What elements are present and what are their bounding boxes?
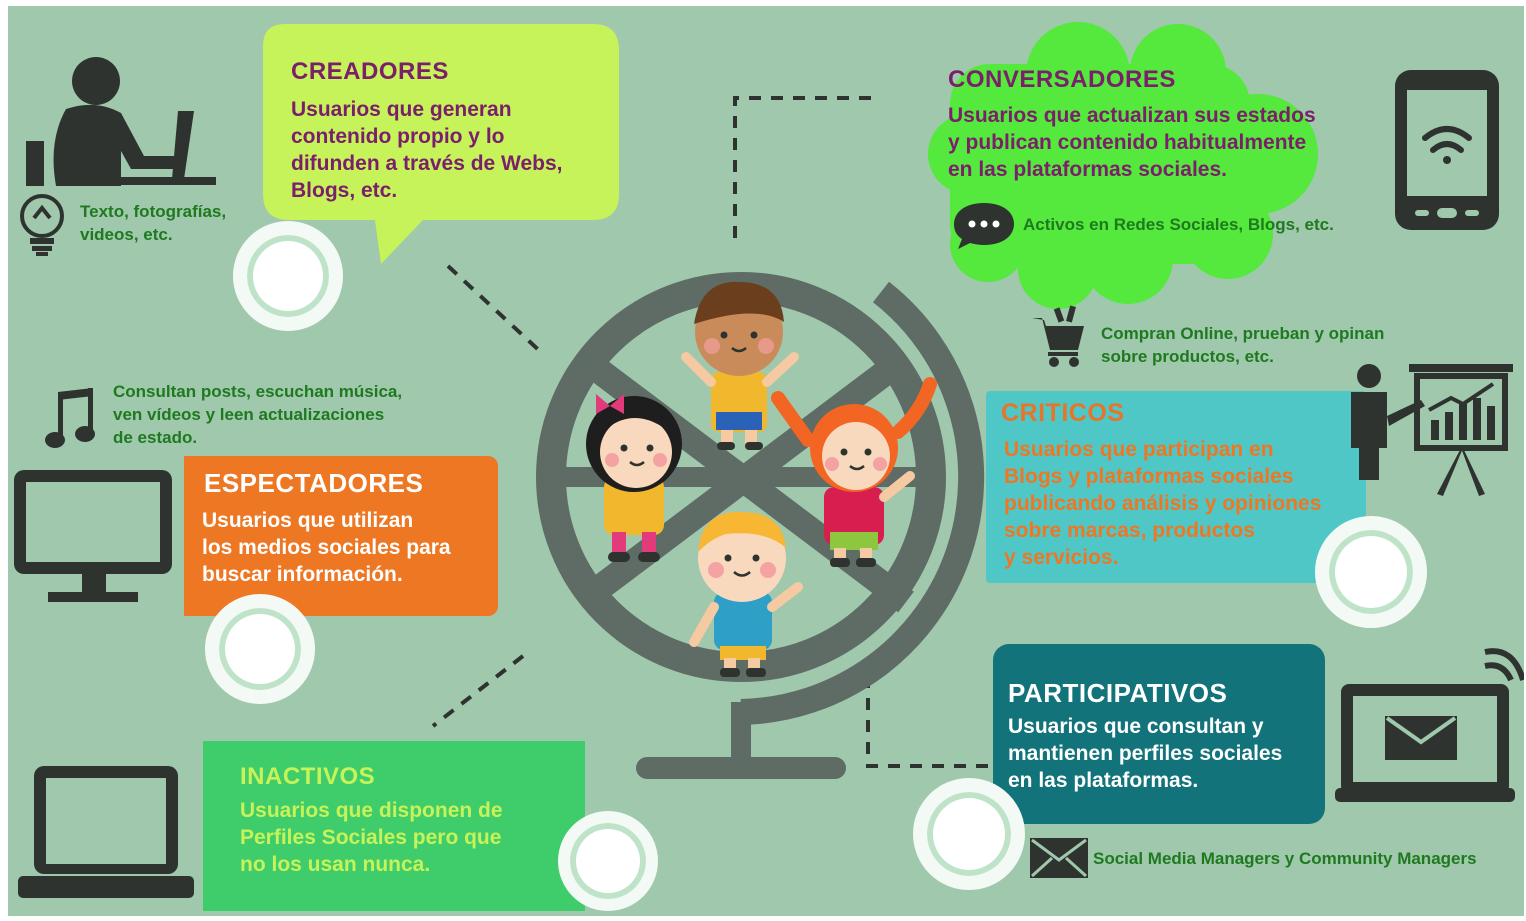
kid-right bbox=[771, 377, 937, 567]
globe-icon bbox=[536, 272, 985, 779]
creadores-ring bbox=[233, 221, 343, 331]
espectadores-ring bbox=[205, 594, 315, 704]
monitor-icon bbox=[14, 470, 172, 602]
kid-left bbox=[586, 394, 682, 562]
kid-bottom bbox=[689, 511, 803, 677]
conversadores-title: CONVERSADORES bbox=[948, 66, 1176, 93]
shopping-cart-icon bbox=[1032, 305, 1084, 367]
person-at-laptop-icon bbox=[26, 57, 216, 186]
conversadores-description: Usuarios que actualizan sus estados y pu… bbox=[948, 104, 1316, 181]
infographic: CREADORES Usuarios que generan contenido… bbox=[8, 6, 1524, 916]
espectadores-description: Usuarios que utilizan los medios sociale… bbox=[202, 509, 451, 586]
criticos-note: Compran Online, prueban y opinan sobre p… bbox=[1101, 324, 1385, 366]
criticos-ring bbox=[1315, 516, 1427, 628]
presenter-chart-icon bbox=[1351, 364, 1513, 496]
creadores-title: CREADORES bbox=[291, 58, 449, 85]
laptop-icon bbox=[18, 766, 194, 898]
dashed-connectors bbox=[431, 96, 998, 768]
criticos-description: Usuarios que participan en Blogs y plata… bbox=[1004, 438, 1322, 569]
creadores-description: Usuarios que generan contenido propio y … bbox=[291, 98, 563, 202]
envelope-icon bbox=[1030, 838, 1088, 878]
participativos-description: Usuarios que consultan y mantienen perfi… bbox=[1008, 715, 1283, 792]
conversadores-cloud bbox=[928, 22, 1318, 309]
laptop-mail-icon bbox=[1335, 648, 1524, 802]
music-note-icon bbox=[45, 388, 95, 448]
chat-bubble-icon bbox=[954, 203, 1014, 249]
inactivos-box bbox=[203, 741, 585, 911]
criticos-title: CRITICOS bbox=[1001, 399, 1125, 427]
participativos-box bbox=[993, 644, 1325, 824]
espectadores-note: Consultan posts, escuchan música, ven ví… bbox=[113, 382, 403, 447]
criticos-box bbox=[986, 391, 1366, 583]
espectadores-box bbox=[184, 456, 498, 616]
participativos-title: PARTICIPATIVOS bbox=[1008, 678, 1228, 708]
participativos-note: Social Media Managers y Community Manage… bbox=[1093, 849, 1477, 868]
inactivos-description: Usuarios que disponen de Perfiles Social… bbox=[240, 799, 503, 876]
espectadores-title: ESPECTADORES bbox=[204, 468, 424, 498]
participativos-ring bbox=[913, 778, 1025, 890]
kid-top bbox=[681, 281, 799, 450]
lightbulb-icon bbox=[20, 194, 64, 256]
smartphone-wifi-icon bbox=[1395, 70, 1499, 230]
conversadores-note: Activos en Redes Sociales, Blogs, etc. bbox=[1023, 215, 1334, 234]
creadores-bubble bbox=[263, 24, 619, 264]
inactivos-title: INACTIVOS bbox=[240, 763, 376, 790]
inactivos-ring bbox=[558, 811, 658, 911]
creadores-note: Texto, fotografías, videos, etc. bbox=[80, 202, 227, 244]
